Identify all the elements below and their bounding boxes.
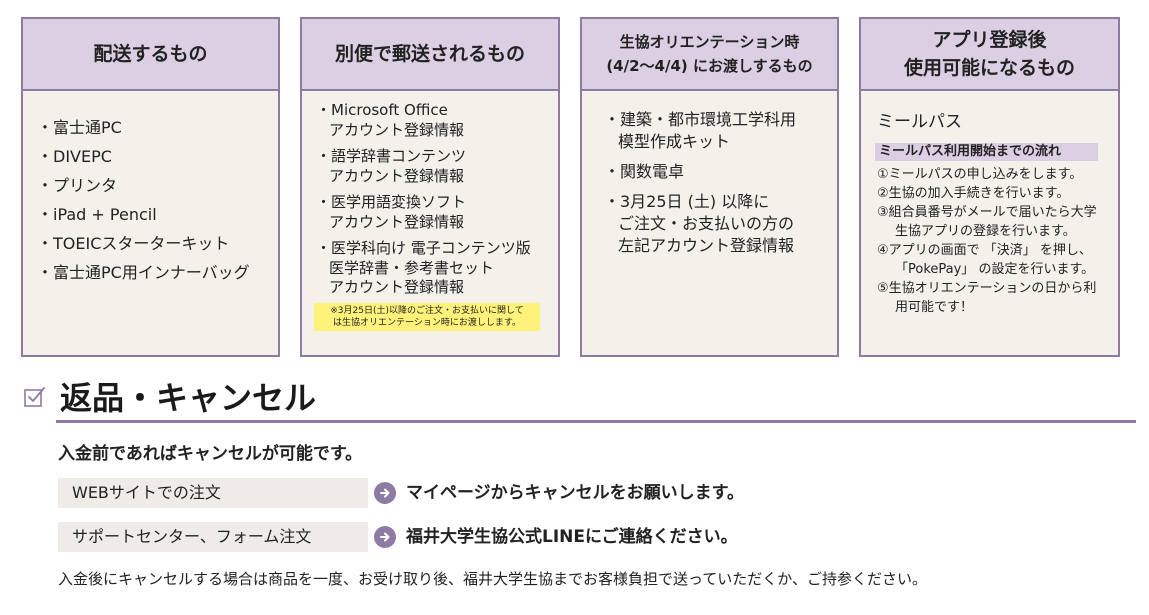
return-row-label: サポートセンター、フォーム注文 — [58, 522, 368, 552]
list-item: ・3月25日 (土) 以降に ご注文・お支払いの方の 左記アカウント登録情報 — [604, 192, 795, 255]
delivery-items-panel: 配送するもの ・富士通PC ・DIVEPC ・プリンタ ・iPad + Penc… — [21, 17, 280, 357]
step-item: ②生協の加入手続きを行います。 — [877, 186, 1070, 201]
returns-outro: 入金後にキャンセルする場合は商品を一度、お受け取り後、福井大学生協までお客様負担… — [58, 570, 927, 588]
panel-heading: 配送するもの — [23, 19, 278, 91]
returns-intro: 入金前であればキャンセルが可能です。 — [58, 444, 363, 464]
return-row-support: サポートセンター、フォーム注文 福井大学生協公式LINEにご連絡ください。 — [58, 522, 738, 552]
return-row-action: 福井大学生協公式LINEにご連絡ください。 — [406, 527, 738, 547]
app-items-panel: アプリ登録後 使用可能になるもの ミールパス ミールパス利用開始までの流れ ①ミ… — [859, 17, 1120, 357]
return-row-web: WEBサイトでの注文 マイページからキャンセルをお願いします。 — [58, 478, 744, 508]
list-item: ・TOEICスターターキット — [37, 234, 230, 253]
panel-heading: 生協オリエンテーション時 (4/2〜4/4) にお渡しするもの — [582, 19, 837, 91]
section-divider — [56, 420, 1136, 423]
list-item: ・医学科向け 電子コンテンツ版 医学辞書・参考書セット アカウント登録情報 — [316, 239, 531, 296]
item-list: ・建築・都市環境工学科用 模型作成キット ・関数電卓 ・3月25日 (土) 以降… — [604, 103, 827, 257]
checkbox-icon — [24, 387, 45, 407]
list-item: ・プリンタ — [37, 176, 118, 195]
list-item: ・富士通PC — [37, 118, 122, 137]
meal-pass-subheading: ミールパス利用開始までの流れ — [875, 143, 1098, 161]
step-item: ③組合員番号がメールで届いたら大学生協アプリの登録を行います。 — [877, 205, 1097, 239]
step-item: ⑤生協オリエンテーションの日から利用可能です！ — [877, 281, 1097, 315]
item-list: ・富士通PC ・DIVEPC ・プリンタ ・iPad + Pencil ・TOE… — [37, 103, 268, 287]
return-row-action: マイページからキャンセルをお願いします。 — [406, 483, 744, 503]
section-title: 返品・キャンセル — [60, 379, 317, 417]
panel-heading: 別便で郵送されるもの — [302, 19, 558, 91]
list-item: ・語学辞書コンテンツ アカウント登録情報 — [316, 147, 467, 185]
step-item: ④アプリの画面で 「決済」 を押し、「PokePay」 の設定を行います。 — [877, 243, 1095, 277]
arrow-right-icon — [374, 482, 396, 504]
return-row-label: WEBサイトでの注文 — [58, 478, 368, 508]
orientation-items-panel: 生協オリエンテーション時 (4/2〜4/4) にお渡しするもの ・建築・都市環境… — [580, 17, 839, 357]
list-item: ・Microsoft Office アカウント登録情報 — [316, 101, 465, 139]
list-item: ・関数電卓 — [604, 162, 685, 181]
mailed-items-panel: 別便で郵送されるもの ・Microsoft Office アカウント登録情報 ・… — [300, 17, 560, 357]
step-item: ①ミールパスの申し込みをします。 — [877, 167, 1083, 182]
list-item: ・iPad + Pencil — [37, 205, 157, 224]
list-item: ・建築・都市環境工学科用 模型作成キット — [604, 110, 797, 151]
step-list: ①ミールパスの申し込みをします。 ②生協の加入手続きを行います。 ③組合員番号が… — [877, 165, 1108, 317]
arrow-right-icon — [374, 526, 396, 548]
item-list: ・Microsoft Office アカウント登録情報 ・語学辞書コンテンツ ア… — [316, 101, 548, 298]
note-highlight: ※3月25日(土)以降のご注文・お支払いに関して は生協オリエンテーション時にお… — [314, 302, 540, 331]
list-item: ・DIVEPC — [37, 147, 112, 166]
panel-heading: アプリ登録後 使用可能になるもの — [861, 19, 1118, 91]
meal-pass-title: ミールパス — [877, 112, 962, 132]
list-item: ・医学用語変換ソフト アカウント登録情報 — [316, 193, 467, 231]
list-item: ・富士通PC用インナーバッグ — [37, 263, 250, 282]
